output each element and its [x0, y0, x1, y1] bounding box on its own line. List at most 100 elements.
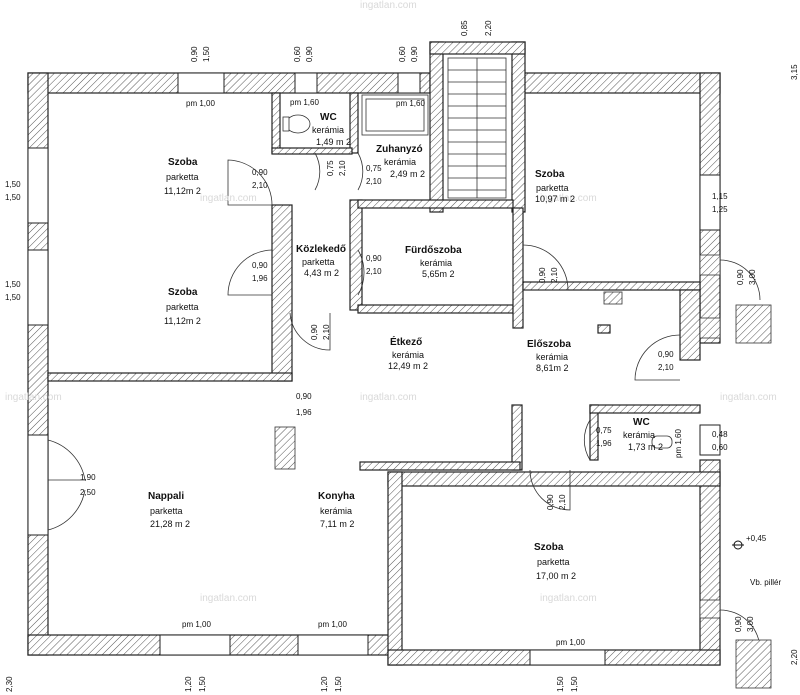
- elo-door-w: 0,90: [658, 350, 674, 359]
- ext-door-w: 0,90: [736, 269, 745, 285]
- dim-top-h2: 0,90: [305, 46, 314, 62]
- door-szoba2-w: 0,90: [252, 261, 268, 270]
- kitchen-counter: [274, 426, 296, 470]
- room-konyha-floor: kerámia: [320, 506, 353, 516]
- dim-left-h2: 1,50: [5, 293, 21, 302]
- wc2-door-w: 0,75: [596, 426, 612, 435]
- dim-right-win-h: 1,25: [712, 205, 728, 214]
- fixtures: [274, 94, 772, 689]
- bottom-h2: 1,50: [334, 676, 343, 692]
- dim-top-h3: 0,90: [410, 46, 419, 62]
- watermark-8: ingatlan.com: [540, 593, 597, 604]
- room-szoba1-area: 11,12m 2: [164, 186, 201, 196]
- room-szoba2-name: Szoba: [168, 287, 198, 298]
- wc2-pm: pm 1,60: [674, 429, 683, 458]
- door-koz-w: 0,90: [310, 324, 319, 340]
- walls: [27, 41, 721, 666]
- door-szoba3-h: 2,10: [550, 267, 559, 283]
- watermark-5: ingatlan.com: [360, 392, 417, 403]
- watermark-2: ingatlan.com: [200, 193, 257, 204]
- door-furdo-h: 2,10: [366, 267, 382, 276]
- pm-label-2: pm 1,60: [290, 98, 319, 107]
- pm-bottom-3: pm 1,00: [556, 638, 585, 647]
- dim-stair-w: 0,85: [460, 20, 469, 36]
- room-szoba1-name: Szoba: [168, 157, 198, 168]
- room-etkezo-name: Étkező: [390, 337, 423, 348]
- room-kozlekedo-name: Közlekedő: [296, 244, 347, 255]
- room-kozlekedo-floor: parketta: [302, 257, 335, 267]
- stairs: [447, 57, 507, 199]
- room-wc1-floor: kerámia: [312, 125, 345, 135]
- pm-label-3: pm 1,60: [396, 99, 425, 108]
- sw-door-h: 3,00: [746, 616, 755, 632]
- openings: [27, 72, 721, 666]
- room-szoba4-floor: parketta: [537, 557, 570, 567]
- door-zuh-w: 0,75: [366, 164, 382, 173]
- watermark-1: ingatlan.com: [360, 0, 417, 11]
- room-wc2-floor: kerámia: [623, 430, 656, 440]
- dim-right-win-w: 1,15: [712, 192, 728, 201]
- room-etkezo-floor: kerámia: [392, 350, 425, 360]
- wc2-win-h: 0,60: [712, 443, 728, 452]
- bottom-h3: 1,50: [570, 676, 579, 692]
- room-kozlekedo-area: 4,43 m 2: [304, 268, 340, 278]
- dim-top-h1: 1,50: [202, 46, 211, 62]
- wc2-door-h: 1,96: [596, 439, 612, 448]
- room-furdoszoba-floor: kerámia: [420, 258, 453, 268]
- ext-door-h: 3,00: [748, 269, 757, 285]
- dim-top-w3: 0,60: [398, 46, 407, 62]
- level-label: +0,45: [746, 534, 767, 543]
- dim-top-w1: 0,90: [190, 46, 199, 62]
- room-zuhanyzo-area: 2,49 m 2: [390, 169, 426, 179]
- dim-left-h1: 1,50: [5, 193, 21, 202]
- room-wc1-area: 1,49 m 2: [316, 137, 352, 147]
- room-wc2-name: WC: [633, 417, 650, 428]
- room-szoba4-area: 17,00 m 2: [536, 571, 577, 581]
- toilet-icon: [285, 114, 311, 134]
- room-eloszoba-area: 8,61m 2: [536, 363, 569, 373]
- opening-w: 0,90: [296, 392, 312, 401]
- door-szoba1-w: 0,90: [252, 168, 268, 177]
- pm-bottom-2: pm 1,00: [318, 620, 347, 629]
- room-etkezo-area: 12,49 m 2: [388, 361, 429, 371]
- room-furdoszoba-name: Fürdőszoba: [405, 245, 462, 256]
- nappali-door-w: 1,90: [80, 473, 96, 482]
- room-wc1-name: WC: [320, 112, 337, 123]
- edge-dim-3: 2,20: [790, 649, 799, 665]
- room-szoba3-area: 10,97 m 2: [535, 194, 576, 204]
- bottom-w1: 1,20: [184, 676, 193, 692]
- pm-label-1: pm 1,00: [186, 99, 215, 108]
- door-szoba1-h: 2,10: [252, 181, 268, 190]
- door-szoba2-h: 1,96: [252, 274, 268, 283]
- sw-door-w: 0,90: [734, 616, 743, 632]
- pm-bottom-1: pm 1,00: [182, 620, 211, 629]
- room-szoba3-floor: parketta: [536, 183, 569, 193]
- door-furdo-w: 0,90: [366, 254, 382, 263]
- dim-left-w1: 1,50: [5, 180, 21, 189]
- nappali-door-h: 2,50: [80, 488, 96, 497]
- watermark-4: ingatlan.com: [5, 392, 62, 403]
- room-eloszoba-floor: kerámia: [536, 352, 569, 362]
- opening-h: 1,96: [296, 408, 312, 417]
- door-koz-h: 2,10: [322, 324, 331, 340]
- room-nappali-name: Nappali: [148, 491, 185, 502]
- door-swings: [47, 152, 761, 651]
- pillar-label: Vb. pillér: [750, 578, 782, 587]
- room-konyha-area: 7,11 m 2: [320, 519, 355, 529]
- szoba4-door-h: 2,10: [558, 494, 567, 510]
- level-marker: [732, 540, 744, 550]
- door-szoba3-w: 0,90: [538, 267, 547, 283]
- room-furdoszoba-area: 5,65m 2: [422, 269, 455, 279]
- door-wc-h: 2,10: [338, 160, 347, 176]
- watermark-6: ingatlan.com: [720, 392, 777, 403]
- room-szoba2-floor: parketta: [166, 302, 199, 312]
- bottom-w2: 1,20: [320, 676, 329, 692]
- room-szoba2-area: 11,12m 2: [164, 316, 201, 326]
- watermark-3: ingatlan.com: [540, 193, 597, 204]
- watermark-7: ingatlan.com: [200, 593, 257, 604]
- edge-dim-2: 2,30: [5, 676, 14, 692]
- dim-stair-h: 2,20: [484, 20, 493, 36]
- room-szoba3-name: Szoba: [535, 169, 565, 180]
- elo-door-h: 2,10: [658, 363, 674, 372]
